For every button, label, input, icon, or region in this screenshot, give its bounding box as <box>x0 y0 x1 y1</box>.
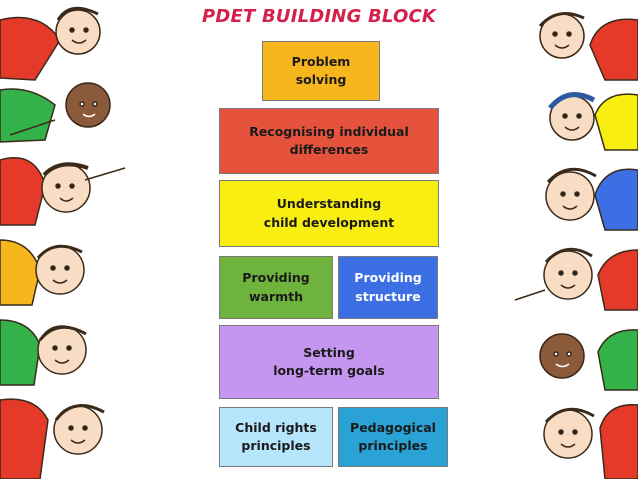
block-recognising-individual-differences: Recognising individual differences <box>219 108 439 174</box>
block-child-rights-principles: Child rights principles <box>219 407 333 467</box>
block-problem-solving: Problem solving <box>262 41 380 101</box>
block-providing-structure: Providing structure <box>338 256 438 319</box>
cartoon-children-left <box>0 0 128 479</box>
block-providing-warmth: Providing warmth <box>219 256 333 319</box>
cartoon-children-right <box>510 0 638 479</box>
block-setting-long-term-goals: Setting long-term goals <box>219 325 439 399</box>
diagram-title: PDET BUILDING BLOCK <box>201 6 437 27</box>
block-understanding-child-development: Understanding child development <box>219 180 439 247</box>
block-pedagogical-principles: Pedagogical principles <box>338 407 448 467</box>
